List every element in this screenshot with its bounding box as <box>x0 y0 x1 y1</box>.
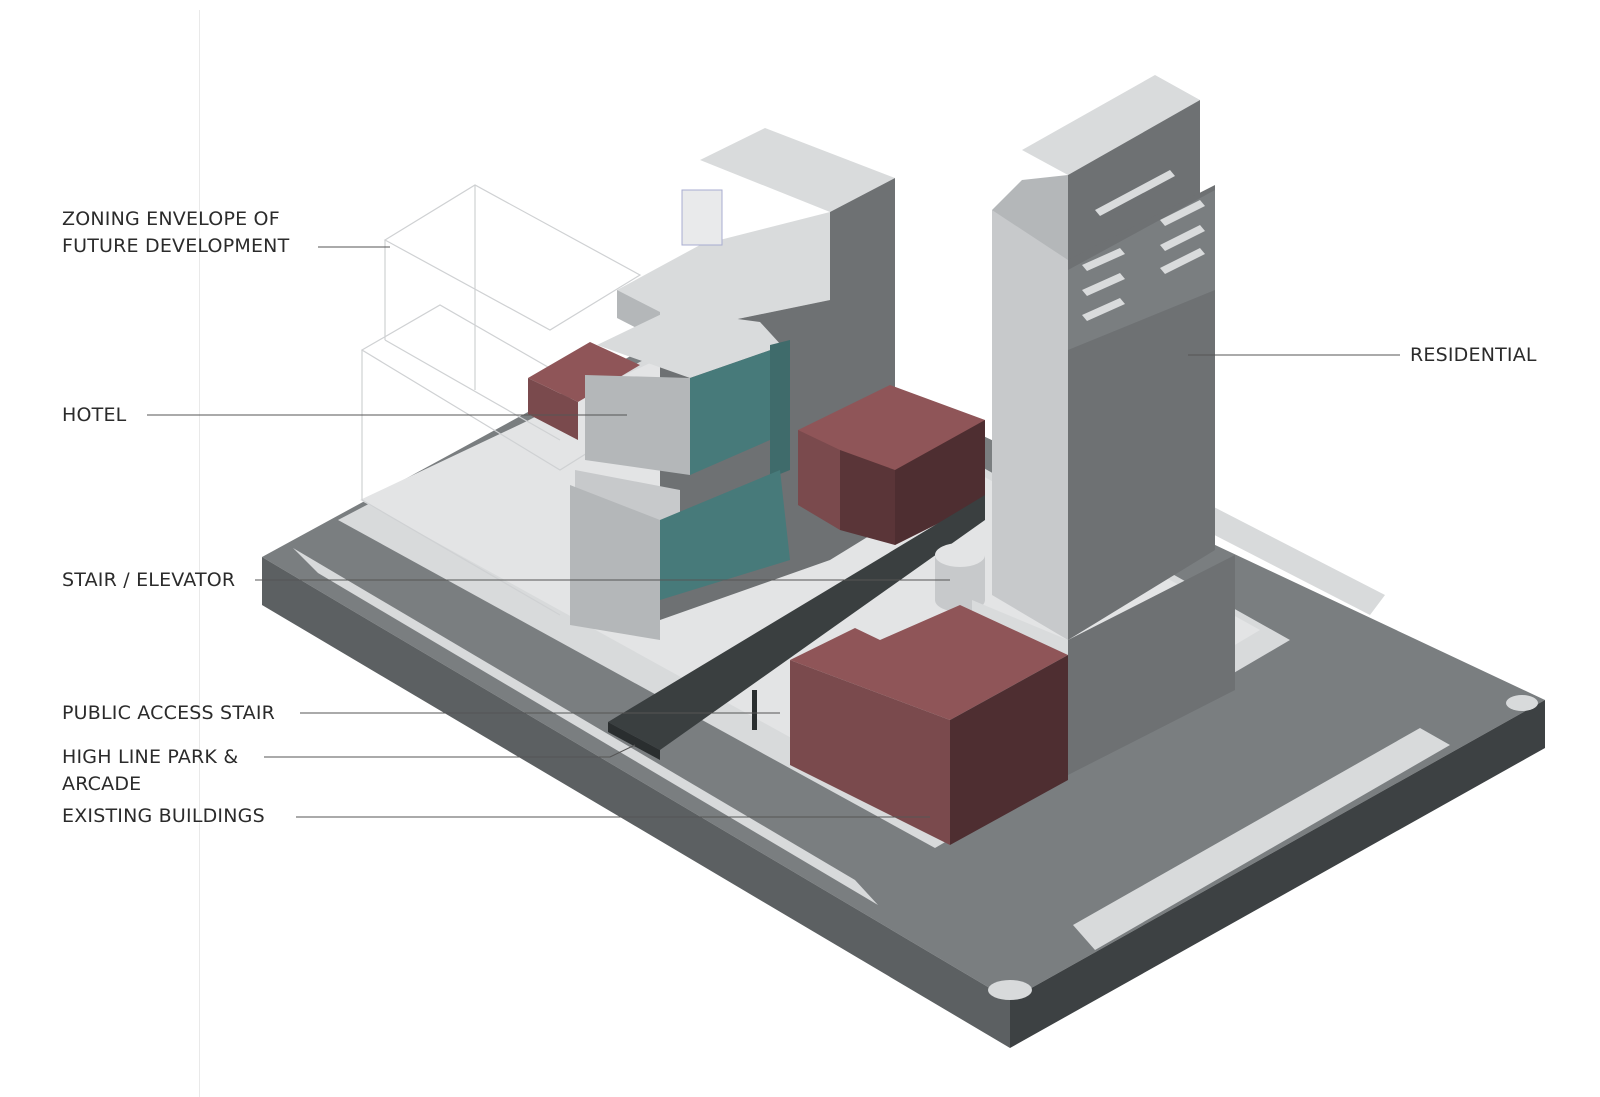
curb-corner-2 <box>1506 695 1538 711</box>
margin-rule <box>199 10 200 1097</box>
label-hotel: HOTEL <box>62 404 127 426</box>
leader-high-line <box>264 744 636 758</box>
existing-building-back-left <box>528 342 640 440</box>
label-residential: RESIDENTIAL <box>1410 344 1537 366</box>
base-front-left <box>262 557 1010 1048</box>
stair-elevator-core <box>935 543 985 612</box>
label-public-access-stair: PUBLIC ACCESS STAIR <box>62 702 276 724</box>
leader-lines <box>147 246 1400 818</box>
sidewalk-right <box>1195 505 1385 615</box>
hotel <box>570 310 790 640</box>
label-high-line: HIGH LINE PARK & ARCADE <box>62 744 238 798</box>
label-zoning-line2: FUTURE DEVELOPMENT <box>62 235 290 257</box>
existing-buildings-middle <box>798 385 985 545</box>
high-line-park <box>608 495 985 760</box>
sidewalk-bottom-right <box>1073 728 1450 950</box>
label-existing-buildings: EXISTING BUILDINGS <box>62 805 265 827</box>
label-stair-elevator: STAIR / ELEVATOR <box>62 569 236 591</box>
sidewalk-bottom-left <box>293 548 878 905</box>
label-zoning-envelope: ZONING ENVELOPE OF FUTURE DEVELOPMENT <box>62 206 289 260</box>
label-high-line-line1: HIGH LINE PARK & <box>62 746 239 768</box>
base-front-right <box>1010 700 1545 1048</box>
existing-buildings-front <box>790 605 1068 845</box>
label-high-line-line2: ARCADE <box>62 773 142 795</box>
label-zoning-line1: ZONING ENVELOPE OF <box>62 208 280 230</box>
curb-corner-1 <box>988 980 1032 1000</box>
zoning-envelope <box>360 184 642 616</box>
